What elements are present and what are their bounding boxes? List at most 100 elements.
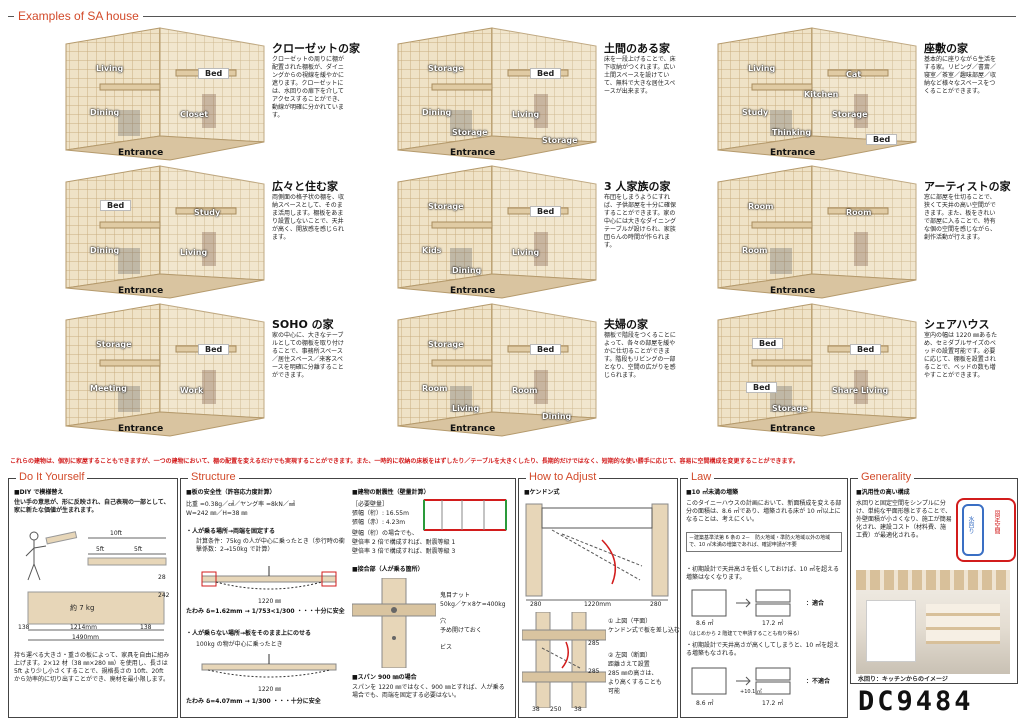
structure-h3: ■接合部（人が乗る箇所） xyxy=(352,566,424,573)
howto-n2e: 可能 xyxy=(608,688,621,695)
kendon-section xyxy=(522,612,606,708)
beam-diagram-1 xyxy=(201,566,337,590)
generality-panel xyxy=(850,478,1018,684)
diy-dim-5ft-a: 5ft xyxy=(96,546,105,553)
structure-hole: 穴 xyxy=(440,618,447,625)
entrance-label: Entrance xyxy=(770,424,816,434)
diy-panel xyxy=(8,478,178,718)
structure-h2: ■建物の耐震性（壁量計算） xyxy=(352,489,430,496)
entrance-label: Entrance xyxy=(770,286,816,296)
howto-n2: ② 左図（断面） xyxy=(608,652,652,659)
beam-diagram-2 xyxy=(201,654,337,678)
generality-p1: 水回りと固定空間をシンプルに分け、単純な平面形態とすることで、外壁面積が小さくな… xyxy=(856,500,952,539)
entrance-label: Entrance xyxy=(118,148,164,158)
structure-eq2: 壁倍率 2 倍で構成すれば、耐震等級 1 xyxy=(352,539,456,546)
house-title: クローゼットの家 xyxy=(272,42,360,55)
house-description: 基本的に座りながら生活をする家。リビング／書斎／寝室／茶室／趣味部屋／収納など様… xyxy=(924,56,997,95)
howto-d280b: 280 xyxy=(650,601,662,608)
structure-hole2: 予め開けておく xyxy=(440,627,482,634)
structure-nut2: 50kg／ケ×8ケ=400kg xyxy=(440,601,506,608)
room-label: Storage xyxy=(542,136,578,145)
room-label: Room xyxy=(748,202,774,211)
howto-d280a: 280 xyxy=(530,601,542,608)
howto-n1: ① 上図（平面） xyxy=(608,618,652,625)
diy-dim-1490: 1490mm xyxy=(72,634,99,641)
law-p3: ・初期設計で天井高さが高くしてしまうと、10 ㎡を超える増築もなされる。 xyxy=(686,642,840,657)
house-title: 3 人家族の家 xyxy=(604,180,671,193)
generality-l1: 水回り xyxy=(967,516,974,534)
room-label: Kitchen xyxy=(804,90,839,99)
diy-dim-138a: 138 xyxy=(18,624,30,631)
room-label: Storage xyxy=(428,202,464,211)
house-illustration xyxy=(397,27,597,161)
howto-d285b: 285 xyxy=(588,668,600,675)
howto-d250: 250 xyxy=(550,706,562,713)
room-label: Bed xyxy=(530,344,562,355)
house-illustration xyxy=(65,165,265,299)
room-label: Bed xyxy=(530,206,562,217)
room-label: Kids xyxy=(422,246,442,255)
house-title: シェアハウス xyxy=(924,318,990,331)
kendon-plan xyxy=(525,503,669,601)
joint-diagram xyxy=(352,578,436,668)
structure-f2: W=242 ㎜／H=38 ㎜ xyxy=(186,510,248,517)
structure-p4: スパンを 1220 ㎜ではなく、900 ㎜とすれば、人が乗る場合でも、両端を固定… xyxy=(352,684,505,699)
law-a2: 17.2 ㎡ xyxy=(762,620,784,627)
red-note: これらの建物は、個別に家屋することもできますが、一つの建物において、棚の配置を変… xyxy=(10,458,799,465)
structure-h4: ■スパン 900 ㎜の場合 xyxy=(352,674,417,681)
diy-dim-138b: 138 xyxy=(140,624,152,631)
law-panel xyxy=(680,478,848,718)
diy-dim-28: 28 xyxy=(158,574,166,581)
law-h1: ■10 ㎡未満の増築 xyxy=(686,489,739,496)
law-a4: 17.2 ㎡ xyxy=(762,700,784,707)
diy-diagram xyxy=(25,531,167,641)
house-description: 家の中心に、大きなテーブルとしての棚板を取り付けることで、事務所スペース／居住ス… xyxy=(272,332,344,379)
howto-d38a: 38 xyxy=(532,706,540,713)
room-label: Bed xyxy=(100,200,132,211)
howto-n1b: ケンドン式で板を差し込む xyxy=(608,627,680,634)
room-label: Dining xyxy=(90,246,120,255)
structure-title: Structure xyxy=(188,471,239,483)
room-label: Dining xyxy=(542,412,572,421)
room-label: Room xyxy=(742,246,768,255)
wall-plan xyxy=(423,499,507,531)
room-label: Meeting xyxy=(90,384,127,393)
house-title: アーティストの家 xyxy=(924,180,1011,193)
room-label: Living xyxy=(512,248,540,257)
law-a1: 8.6 ㎡ xyxy=(696,620,714,627)
structure-h1: ■板の安全性（許容応力度計算） xyxy=(186,489,276,496)
house-title: SOHO の家 xyxy=(272,318,334,331)
generality-plan xyxy=(956,498,1016,562)
structure-cond2: 100kg の物が中心に乗ったとき xyxy=(196,641,283,648)
law-ok: ：適合 xyxy=(806,600,825,607)
room-label: Dining xyxy=(452,266,482,275)
diy-dim-5ft-b: 5ft xyxy=(134,546,143,553)
structure-nut: 鬼目ナット xyxy=(440,592,471,599)
entrance-label: Entrance xyxy=(118,424,164,434)
howto-n2d: より高くすることも xyxy=(608,679,662,686)
house-description: 窓に部屋を仕切ることで、狭くて天井の高い空間ができます。また、板をきれいで部屋に… xyxy=(924,194,997,241)
structure-res2: たわみ δ=4.07mm → 1/300 ・・・十分に安全 xyxy=(186,698,321,705)
generality-wet-zone xyxy=(962,504,984,556)
diy-text-1: 住い手の意思が、形に反映され、自己表現の一部として、家に新たな価値が生まれます。 xyxy=(14,499,170,514)
howto-n2c: 285 ㎜の高さは、 xyxy=(608,670,658,677)
diy-dim-10ft: 10ft xyxy=(110,530,122,537)
law-diagram-ok xyxy=(691,589,791,617)
structure-case2: ・人が乗らない場所→板をそのまま上にのせる xyxy=(186,630,312,637)
room-label: Living xyxy=(180,248,208,257)
law-title: Law xyxy=(688,471,715,483)
house-title: 座敷の家 xyxy=(924,42,968,55)
room-label: Work xyxy=(180,386,204,395)
diy-dim-1214: 1214mm xyxy=(70,624,97,631)
diy-text-2: 持ち運べる大きさ・重さの板によって、家具を自由に組み上げます。2×12 材（38… xyxy=(14,652,170,683)
room-label: Bed xyxy=(746,382,778,393)
room-label: Living xyxy=(452,404,480,413)
room-label: Storage xyxy=(428,340,464,349)
room-label: Study xyxy=(194,208,221,217)
entrance-label: Entrance xyxy=(450,424,496,434)
room-label: Bed xyxy=(530,68,562,79)
